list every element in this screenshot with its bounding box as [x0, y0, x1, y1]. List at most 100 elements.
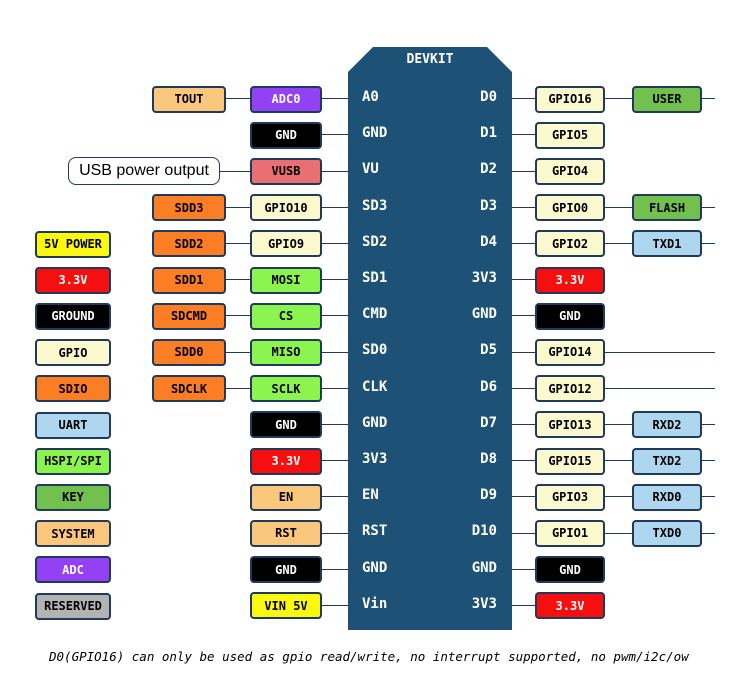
right-extension-line	[702, 243, 715, 244]
function-tag-gnd: GND	[250, 121, 322, 149]
gpio-tag-gpio12: GPIO12	[535, 375, 605, 403]
board-pin-label-left: GND	[362, 414, 388, 431]
board-pin-label-right: D8	[480, 451, 497, 467]
board-pin-label-left: SD1	[362, 270, 388, 286]
right-extension-line	[702, 460, 715, 462]
gpio-tag-gpio15: GPIO15	[535, 447, 605, 475]
function-tag-3-3v: 3.3V	[250, 447, 322, 475]
sdio-tag-sdd0: SDD0	[152, 338, 226, 366]
board-pin-label-right: D3	[480, 197, 497, 214]
board-pin-label-left: A0	[362, 89, 379, 105]
board-pin-label-right: 3V3	[471, 595, 497, 612]
legend-item-uart: UART	[35, 411, 111, 439]
board-pin-label-right: 3V3	[471, 270, 497, 286]
alt-function-tag-user: USER	[632, 85, 702, 113]
sdio-tag-sdcmd: SDCMD	[152, 302, 226, 330]
right-extension-line	[702, 496, 715, 498]
gpio-tag-gpio14: GPIO14	[535, 338, 605, 366]
function-tag-mosi: MOSI	[250, 266, 322, 294]
left-connector-line	[322, 134, 348, 136]
right-extension-line	[605, 387, 715, 389]
sdio-tag-sdd3: SDD3	[152, 194, 226, 222]
board-pin-label-right: D4	[480, 233, 497, 250]
left-connector-line	[322, 605, 348, 606]
board-pin-label-left: SD2	[362, 233, 388, 250]
gpio-tag-gpio1: GPIO1	[535, 519, 605, 547]
left-connector-line	[322, 496, 348, 498]
legend-item-hspi-spi: HSPI/SPI	[35, 447, 111, 475]
board-pin-label-right: D10	[471, 523, 497, 540]
gpio-tag-gnd: GND	[535, 302, 605, 330]
board-pin-label-right: D0	[480, 89, 497, 105]
right-extension-line	[702, 98, 715, 100]
board-pin-label-right: D2	[480, 161, 497, 178]
board-pin-label-right: GND	[471, 559, 497, 576]
alt-function-tag-txd2: TXD2	[632, 447, 702, 475]
function-tag-cs: CS	[250, 302, 322, 330]
gpio-tag-gpio4: GPIO4	[535, 157, 605, 185]
board-pin-label-left: EN	[362, 487, 379, 504]
board-pin-label-left: VU	[362, 161, 379, 178]
board-pin-label-right: GND	[471, 306, 497, 323]
usb-power-callout: USB power output	[68, 157, 220, 185]
function-tag-en: EN	[250, 483, 322, 511]
gpio-tag-gpio5: GPIO5	[535, 121, 605, 149]
usb-power-callout-label: USB power output	[79, 162, 209, 179]
legend-item-5v-power: 5V POWER	[35, 230, 111, 258]
legend-item-gpio: GPIO	[35, 339, 111, 367]
alt-function-tag-flash: FLASH	[632, 194, 702, 222]
right-extension-line	[702, 532, 715, 534]
function-tag-gnd: GND	[250, 411, 322, 439]
board-pin-label-right: D1	[480, 125, 497, 142]
function-tag-miso: MISO	[250, 338, 322, 366]
legend-item-ground: GROUND	[35, 302, 111, 330]
function-tag-gpio9: GPIO9	[250, 230, 322, 258]
sdio-tag-sdd2: SDD2	[152, 230, 226, 258]
devkit-board-outline	[348, 47, 512, 630]
gpio-tag-3-3v: 3.3V	[535, 592, 605, 620]
legend-item-3-3v: 3.3V	[35, 266, 111, 294]
function-tag-sclk: SCLK	[250, 375, 322, 403]
gpio-tag-gpio16: GPIO16	[535, 85, 605, 113]
footnote: D0(GPIO16) can only be used as gpio read…	[49, 649, 689, 664]
gpio-tag-gnd: GND	[535, 556, 605, 584]
legend-item-adc: ADC	[35, 556, 111, 584]
gpio-tag-3-3v: 3.3V	[535, 266, 605, 294]
board-pin-label-left: CLK	[362, 378, 388, 395]
function-tag-adc0: ADC0	[250, 85, 322, 113]
gpio-tag-gpio13: GPIO13	[535, 411, 605, 439]
legend-item-system: SYSTEM	[35, 520, 111, 548]
alt-function-tag-txd1: TXD1	[632, 230, 702, 258]
sdio-tag-tout: TOUT	[152, 85, 226, 113]
function-tag-gpio10: GPIO10	[250, 194, 322, 222]
function-tag-vusb: VUSB	[250, 157, 322, 185]
left-connector-line	[322, 532, 348, 534]
legend-item-key: KEY	[35, 483, 111, 511]
board-pin-label-left: CMD	[362, 306, 388, 323]
board-pin-label-right: D7	[480, 414, 497, 431]
board-pin-label-left: 3V3	[362, 451, 388, 467]
sdio-tag-sdclk: SDCLK	[152, 375, 226, 403]
gpio-tag-gpio0: GPIO0	[535, 194, 605, 222]
board-pin-label-left: RST	[362, 523, 388, 540]
gpio-tag-gpio3: GPIO3	[535, 483, 605, 511]
right-extension-line	[702, 424, 715, 425]
left-connector-line	[322, 568, 348, 570]
board-title: DEVKIT	[406, 52, 454, 67]
left-connector-line	[322, 460, 348, 462]
gpio-tag-gpio2: GPIO2	[535, 230, 605, 258]
left-connector-line	[322, 424, 348, 425]
function-tag-gnd: GND	[250, 556, 322, 584]
function-tag-vin-5v: VIN 5V	[250, 592, 322, 620]
board-pin-label-right: D6	[480, 378, 497, 395]
board-pin-label-left: SD3	[362, 197, 388, 214]
board-pin-label-left: SD0	[362, 342, 388, 359]
sdio-tag-sdd1: SDD1	[152, 266, 226, 294]
function-tag-rst: RST	[250, 519, 322, 547]
right-extension-line	[605, 351, 715, 353]
alt-function-tag-txd0: TXD0	[632, 519, 702, 547]
right-extension-line	[702, 206, 715, 208]
board-pin-label-right: D9	[480, 487, 497, 504]
